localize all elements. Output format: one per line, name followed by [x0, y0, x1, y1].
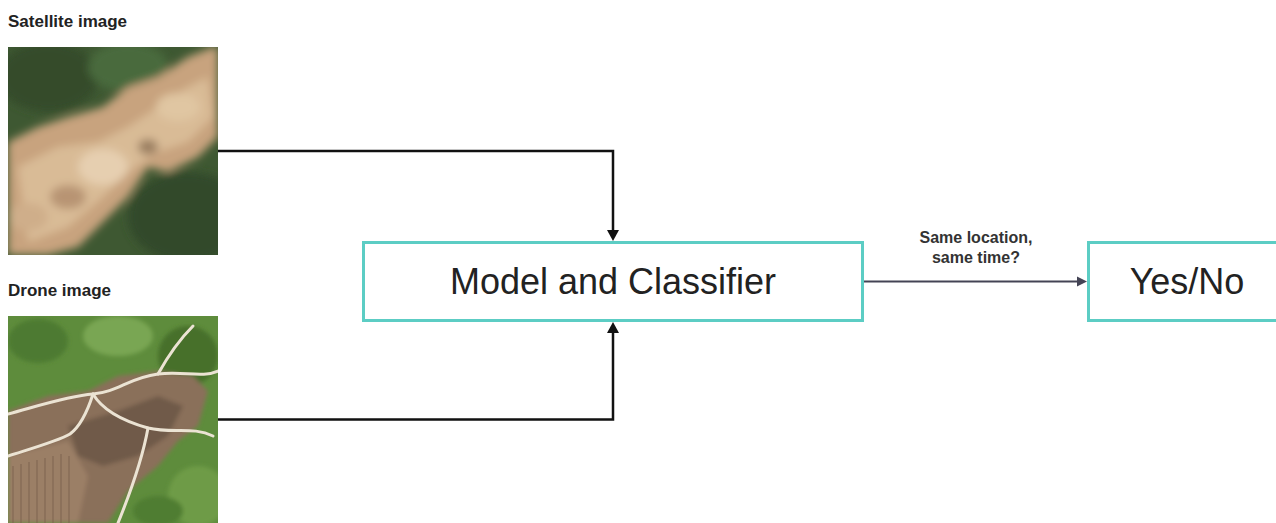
- output-box: Yes/No: [1087, 241, 1276, 322]
- illustration-part: [118, 428, 148, 523]
- illustration-part: [8, 203, 48, 231]
- image-heading: Drone image: [8, 281, 218, 301]
- satellite-image: [8, 47, 218, 255]
- illustration-part: [8, 371, 208, 523]
- illustration-part: [68, 456, 69, 523]
- illustration-part: [138, 139, 158, 155]
- box-label: Yes/No: [1130, 262, 1245, 302]
- illustration-part: [8, 326, 218, 523]
- illustration-part: [93, 394, 213, 436]
- illustration-part: [36, 460, 37, 523]
- connector: [218, 151, 619, 241]
- box-label: Model and Classifier: [450, 262, 776, 302]
- illustration-part: [12, 466, 13, 523]
- illustration-part: [50, 185, 86, 209]
- connector: [218, 322, 619, 420]
- illustration-part: [8, 47, 218, 255]
- illustration-part: [60, 454, 61, 523]
- illustration-part: [28, 462, 29, 523]
- arrowhead: [607, 230, 619, 241]
- illustration-part: [8, 394, 93, 456]
- illustration-part: [13, 454, 69, 523]
- illustration-part: [133, 496, 183, 523]
- illustration-part: [128, 172, 218, 255]
- connector-line: [218, 332, 613, 420]
- drone-image: [8, 316, 218, 523]
- illustration-part: [8, 371, 218, 414]
- arrowhead: [607, 322, 619, 333]
- edge-label: Same location, same time?: [909, 228, 1043, 268]
- illustration-part: [44, 458, 45, 523]
- illustration-part: [83, 316, 153, 356]
- illustration-part: [52, 456, 53, 523]
- connector-line: [218, 151, 613, 231]
- illustration-part: [158, 326, 193, 374]
- illustration-part: [8, 319, 68, 363]
- image-input: Satellite image: [8, 12, 218, 255]
- connector: [864, 277, 1087, 287]
- image-input: Drone image: [8, 281, 218, 523]
- connector-line: [864, 281, 1078, 283]
- image-heading: Satellite image: [8, 12, 218, 32]
- illustration-part: [78, 149, 128, 185]
- illustration-part: [20, 464, 21, 523]
- arrowhead: [1077, 277, 1087, 287]
- illustration-part: [8, 47, 98, 112]
- illustration-part: [8, 47, 218, 255]
- illustration-part: [8, 316, 218, 523]
- illustration-part: [156, 93, 200, 121]
- process-box: Model and Classifier: [362, 241, 864, 322]
